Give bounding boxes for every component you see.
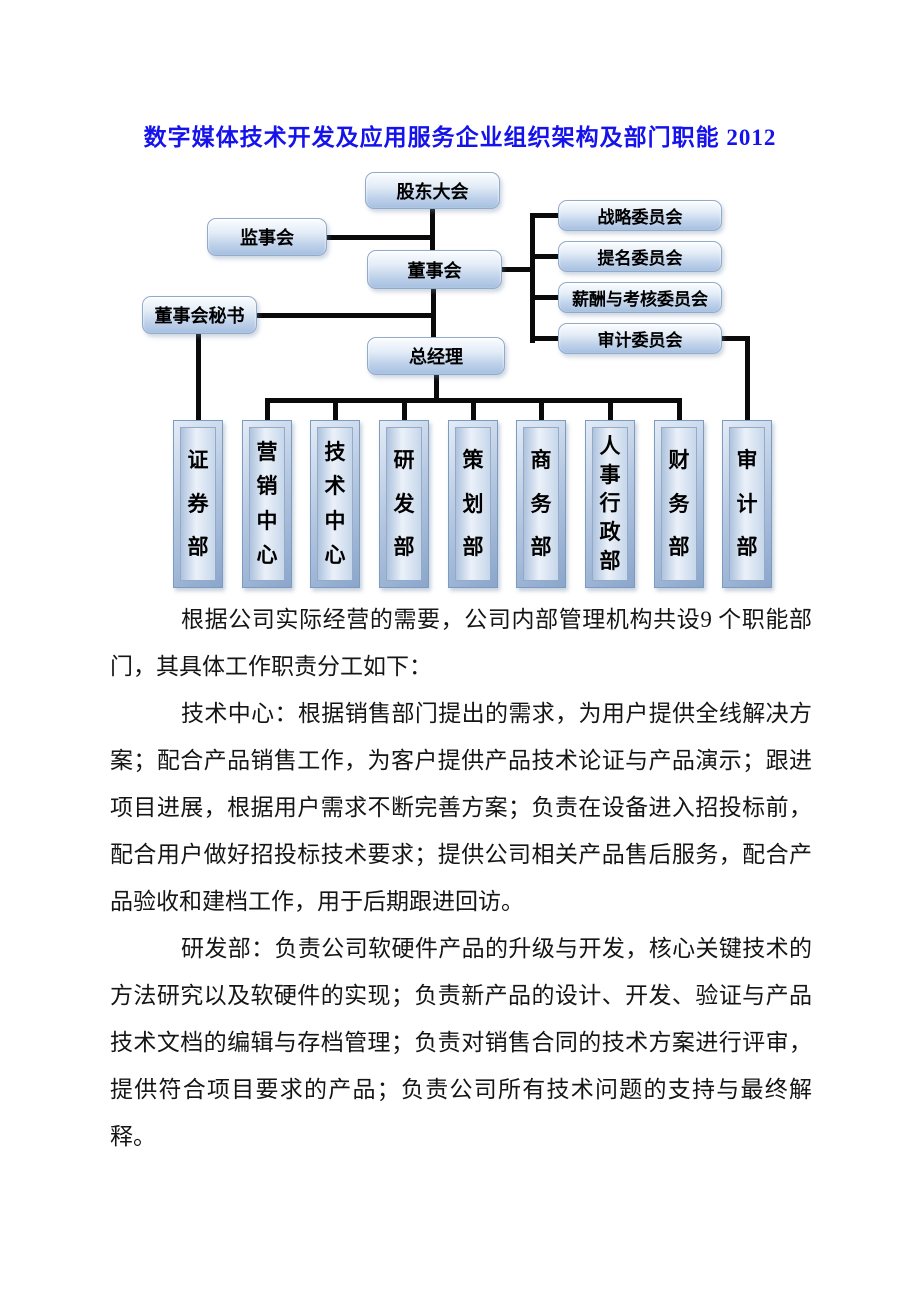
paragraph-intro: 根据公司实际经营的需要，公司内部管理机构共设9 个职能部门，其具体工作职责分工如… bbox=[110, 607, 812, 679]
org-dept-marketing-center: 营销中心 bbox=[242, 420, 292, 588]
org-node-general-manager: 总经理 bbox=[367, 337, 505, 375]
org-node-label: 总经理 bbox=[409, 347, 463, 367]
org-node-label: 薪酬与考核委员会 bbox=[572, 290, 708, 309]
connector-supervisors bbox=[327, 235, 433, 240]
org-dept-business: 商务部 bbox=[516, 420, 566, 588]
org-dept-label: 财务部 bbox=[668, 448, 690, 559]
connector-drop-7 bbox=[677, 400, 682, 421]
connector-drop-5 bbox=[539, 400, 544, 421]
connector-shareholders-board bbox=[430, 208, 435, 252]
org-dept-label: 营销中心 bbox=[256, 439, 278, 568]
connector-committee-stub-2 bbox=[533, 254, 558, 259]
org-node-label: 提名委员会 bbox=[597, 249, 683, 268]
connector-drop-3 bbox=[402, 400, 407, 421]
connector-drop-1 bbox=[265, 400, 270, 421]
org-node-committee-nomination: 提名委员会 bbox=[558, 241, 722, 272]
org-dept-finance: 财务部 bbox=[654, 420, 704, 588]
org-node-label: 审计委员会 bbox=[597, 331, 683, 350]
org-dept-technology-center: 技术中心 bbox=[310, 420, 360, 588]
org-node-label: 董事会秘书 bbox=[154, 306, 245, 326]
org-dept-label: 研发部 bbox=[393, 448, 415, 559]
org-node-supervisors: 监事会 bbox=[207, 218, 327, 256]
org-dept-label: 技术中心 bbox=[324, 439, 346, 568]
org-node-board: 董事会 bbox=[367, 250, 502, 289]
paragraph-technology-center: 技术中心：根据销售部门提出的需求，为用户提供全线解决方案；配合产品销售工作，为客… bbox=[110, 701, 812, 914]
org-dept-securities: 证券部 bbox=[173, 420, 223, 588]
connector-drop-6 bbox=[608, 400, 613, 421]
org-dept-rnd: 研发部 bbox=[379, 420, 429, 588]
org-node-committee-strategy: 战略委员会 bbox=[558, 200, 722, 231]
paragraph-rnd: 研发部：负责公司软硬件产品的升级与开发，核心关键技术的方法研究以及软硬件的实现；… bbox=[110, 936, 812, 1149]
document-body: 根据公司实际经营的需要，公司内部管理机构共设9 个职能部门，其具体工作职责分工如… bbox=[110, 596, 812, 1160]
org-node-label: 监事会 bbox=[240, 228, 294, 248]
document-title: 数字媒体技术开发及应用服务企业组织架构及部门职能 2012 bbox=[143, 125, 777, 150]
org-dept-label: 审计部 bbox=[736, 448, 758, 559]
org-dept-label: 人事行政部 bbox=[599, 433, 621, 574]
connector-board-trunk bbox=[502, 267, 535, 272]
org-dept-audit: 审计部 bbox=[722, 420, 772, 588]
org-dept-label: 商务部 bbox=[530, 448, 552, 559]
org-node-board-secretary: 董事会秘书 bbox=[142, 296, 257, 334]
org-node-committee-audit: 审计委员会 bbox=[558, 323, 722, 354]
connector-committee-trunk bbox=[530, 213, 535, 343]
connector-gm-bus bbox=[434, 375, 439, 403]
org-dept-planning: 策划部 bbox=[448, 420, 498, 588]
org-node-shareholders: 股东大会 bbox=[365, 172, 500, 209]
org-node-label: 股东大会 bbox=[396, 181, 469, 202]
org-dept-label: 证券部 bbox=[187, 448, 209, 559]
connector-drop-2 bbox=[333, 400, 338, 421]
connector-committee-stub-1 bbox=[533, 213, 558, 218]
connector-audit-dept bbox=[745, 336, 750, 421]
connector-committee-stub-4 bbox=[533, 336, 558, 341]
org-chart: 股东大会 监事会 董事会 战略委员会 提名委员会 薪酬与考核委员会 审计委员会 … bbox=[0, 160, 920, 605]
org-dept-hr-admin: 人事行政部 bbox=[585, 420, 635, 588]
org-dept-label: 策划部 bbox=[462, 448, 484, 559]
connector-committee-stub-3 bbox=[533, 295, 558, 300]
org-node-label: 董事会 bbox=[407, 260, 462, 281]
connector-audit-stub bbox=[722, 336, 750, 341]
connector-secretary bbox=[256, 313, 435, 318]
connector-drop-4 bbox=[471, 400, 476, 421]
connector-secretary-dept bbox=[196, 333, 201, 421]
org-node-label: 战略委员会 bbox=[597, 208, 683, 227]
org-node-committee-remuneration: 薪酬与考核委员会 bbox=[558, 282, 722, 313]
